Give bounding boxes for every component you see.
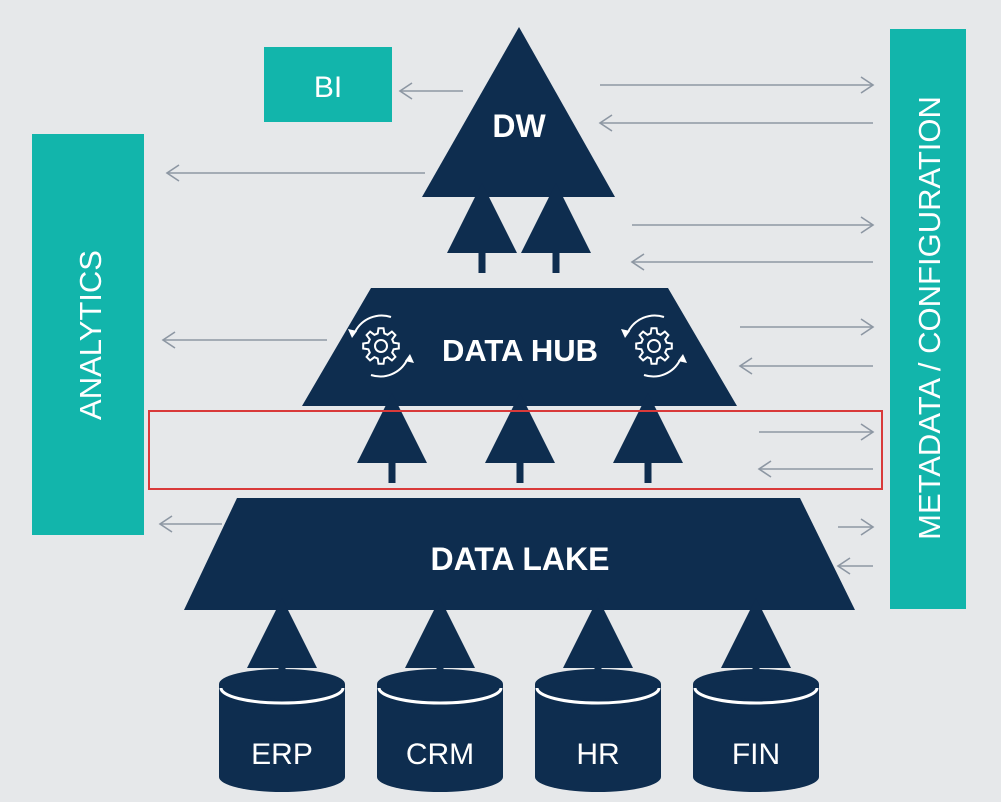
lake-to-hub-flow bbox=[357, 393, 683, 483]
arrow-left-icon bbox=[836, 557, 873, 575]
highlight-box bbox=[148, 410, 883, 490]
hub-to-dw-flow bbox=[447, 183, 591, 273]
database-icon[interactable]: HR bbox=[535, 669, 661, 792]
arrow-left-icon bbox=[158, 515, 222, 533]
arrow-left-icon bbox=[757, 460, 873, 478]
bi-label: BI bbox=[314, 71, 342, 104]
arrow-left-icon bbox=[630, 253, 873, 271]
arrow-left-icon bbox=[398, 82, 463, 100]
arrow-right-icon bbox=[759, 423, 875, 441]
bi-box[interactable]: BI bbox=[264, 47, 392, 122]
database-icon[interactable]: CRM bbox=[377, 669, 503, 792]
gear-refresh-icon bbox=[621, 314, 687, 378]
database-icon[interactable]: ERP bbox=[219, 669, 345, 792]
gear-refresh-icon bbox=[348, 314, 414, 378]
sources-to-lake-flow bbox=[247, 598, 791, 686]
arrow-right-icon bbox=[600, 76, 875, 94]
database-icon[interactable]: FIN bbox=[693, 669, 819, 792]
source-label-hr: HR bbox=[576, 738, 619, 771]
arrow-left-icon bbox=[598, 114, 873, 132]
arrow-left-icon bbox=[738, 357, 873, 375]
arrow-left-icon bbox=[165, 164, 425, 182]
arrow-right-icon bbox=[838, 518, 875, 536]
source-label-crm: CRM bbox=[406, 738, 474, 771]
data-lake-label: DATA LAKE bbox=[431, 541, 610, 577]
source-label-fin: FIN bbox=[732, 738, 780, 771]
arrow-right-icon bbox=[740, 318, 875, 336]
dw-label: DW bbox=[492, 108, 546, 144]
analytics-label: ANALYTICS bbox=[73, 250, 108, 420]
data-hub-label: DATA HUB bbox=[442, 333, 598, 368]
arrow-right-icon bbox=[632, 216, 875, 234]
metadata-configuration-label: METADATA / CONFIGURATION bbox=[912, 96, 947, 540]
data-hub-layer[interactable]: DATA HUB bbox=[302, 288, 737, 406]
connector-arrows bbox=[158, 76, 875, 575]
dw-layer[interactable]: DW bbox=[422, 27, 615, 197]
source-databases: ERP CRM HR FIN bbox=[219, 669, 819, 792]
data-lake-layer[interactable]: DATA LAKE bbox=[184, 498, 855, 610]
analytics-panel[interactable]: ANALYTICS bbox=[32, 134, 144, 535]
source-label-erp: ERP bbox=[251, 738, 313, 771]
arrow-left-icon bbox=[161, 331, 327, 349]
metadata-configuration-panel[interactable]: METADATA / CONFIGURATION bbox=[890, 29, 966, 609]
